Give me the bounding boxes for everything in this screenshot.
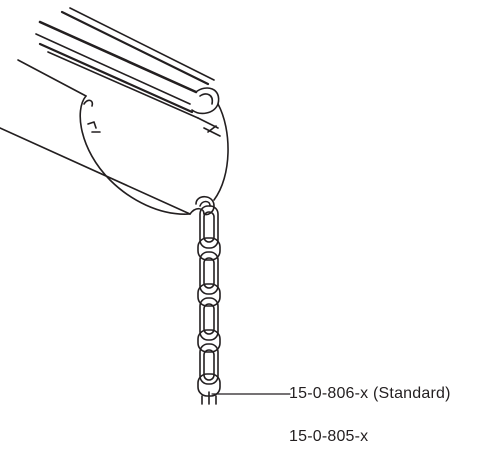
chain-connector-1 (197, 237, 221, 261)
part-number-alt-label: 15-0-805-x (289, 428, 369, 445)
tube-body (0, 59, 229, 215)
chain-connector-2 (197, 283, 221, 307)
chain-link-1 (199, 205, 219, 249)
tube-end-cap (79, 95, 191, 215)
rail-bead (191, 87, 220, 115)
rail-top-edge-3 (69, 7, 215, 81)
chain-connector-3 (197, 329, 221, 353)
rail-groove-2 (38, 42, 194, 114)
rail-groove-3 (47, 51, 199, 119)
chain-tail (201, 391, 217, 405)
tube-side-line (0, 127, 191, 215)
chain-link-2 (199, 251, 219, 295)
chain-link-4 (199, 343, 219, 385)
cap-detail-2 (87, 121, 97, 129)
rail-profile (35, 7, 221, 137)
rail-top-edge-1 (38, 20, 198, 94)
chain-link-3 (199, 297, 219, 341)
cap-detail-1 (83, 99, 94, 107)
rail-bead-inner (199, 93, 214, 105)
chain (197, 205, 221, 405)
chain-eye (189, 195, 215, 216)
rail-groove-1 (35, 33, 191, 105)
part-number-standard-label: 15-0-806-x (Standard) (289, 385, 451, 402)
rail-channel-2 (203, 127, 221, 137)
cap-detail-4 (207, 125, 217, 133)
tube-end-cap-right (213, 103, 229, 201)
tube-top-line (17, 59, 87, 97)
rail-top-edge-2 (60, 10, 210, 86)
